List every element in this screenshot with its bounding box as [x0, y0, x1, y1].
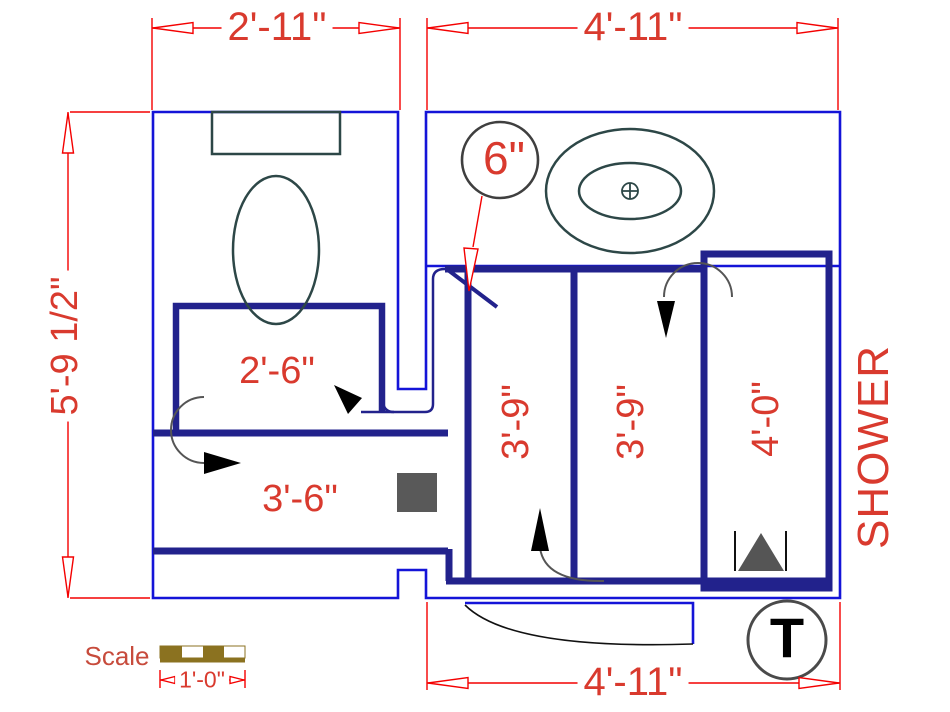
arrowhead: [796, 21, 838, 35]
plan-symbols: [397, 473, 787, 571]
hall-dim-text: 3'-6": [262, 478, 338, 520]
sink-drain-cross: [622, 183, 638, 199]
scale-bar-seg3: [203, 646, 224, 658]
outer-wall-boundary: [151, 110, 842, 600]
shower-label: SHOWER: [849, 345, 898, 549]
flow-arrows: [204, 301, 675, 551]
arrowhead: [427, 676, 469, 690]
toilet-stall-dim-text: 2'-6": [239, 350, 315, 392]
arrowhead: [427, 21, 469, 35]
scale-label: Scale: [84, 641, 150, 671]
interior-walls: [153, 250, 833, 592]
stall3-dim-text: 4'-0": [745, 381, 787, 457]
scale-dim-extensions: [159, 670, 246, 688]
dim-top-left-text: 2'-11": [221, 7, 333, 47]
stall1-door-path: [361, 267, 446, 414]
arrow-south-icon: [657, 301, 675, 338]
arrowhead: [358, 21, 400, 35]
dim-bottom-extensions: [426, 602, 841, 690]
shower-head-triangle-icon: [738, 533, 784, 571]
entry-door-swing-arc: [464, 604, 694, 646]
t-symbol-text: T: [769, 606, 805, 669]
t-symbol-circle: [746, 599, 828, 681]
dim-top-right-text: 4'-11": [577, 7, 689, 47]
annotations: [170, 120, 828, 681]
shower-head-ticks: [734, 531, 787, 571]
scale-bar-base: [160, 658, 245, 663]
shower-stall-walls: [700, 250, 833, 592]
dim-topright-extensions: [426, 18, 839, 110]
arrowhead-small: [160, 675, 176, 685]
stall2-dim-text: 3'-9": [610, 384, 652, 460]
fixtures: [210, 110, 716, 326]
dimension-arrowheads: [61, 21, 840, 690]
toilet-stall-door-elbow: [381, 401, 395, 414]
stall3-swing-arc: [663, 262, 733, 298]
dim-left-extensions: [70, 111, 150, 599]
stall1-door-leaf: [446, 268, 499, 309]
arrowhead-small: [229, 675, 245, 685]
scale-bar: [159, 645, 246, 663]
entry-door-leaf: [465, 601, 695, 644]
toilet-tank: [210, 110, 342, 156]
toilet-stall-swing-arc: [170, 396, 205, 464]
callout-leader-line: [472, 195, 483, 248]
scale-bar-seg1: [160, 646, 182, 658]
sink-outer-rim: [544, 127, 716, 255]
scale-dim-text: 1'-0": [175, 668, 229, 692]
callout-arrowhead: [463, 247, 479, 292]
toilet-stall-wall: [172, 302, 386, 430]
sink-basin: [577, 161, 683, 221]
stall1-dim-text: 3'-9": [495, 384, 537, 460]
arrowhead: [61, 112, 75, 154]
floor-drain-square-icon: [397, 473, 437, 512]
arrowhead: [798, 676, 840, 690]
arrowhead: [152, 21, 194, 35]
arrow-north-icon: [531, 508, 549, 551]
toilet-bowl: [231, 174, 321, 326]
arrowhead: [61, 556, 75, 598]
callout-text: 6": [483, 132, 525, 184]
dim-left-text: 5'-9 1/2": [44, 270, 86, 422]
dim-topleft-extensions: [151, 18, 401, 110]
dim-bottom-text: 4'-11": [577, 662, 689, 702]
arrow-east-icon: [204, 452, 241, 474]
arrow-northwest-icon: [334, 385, 362, 414]
stall2-swing-arc: [539, 547, 605, 583]
callout-circle: [460, 120, 540, 200]
